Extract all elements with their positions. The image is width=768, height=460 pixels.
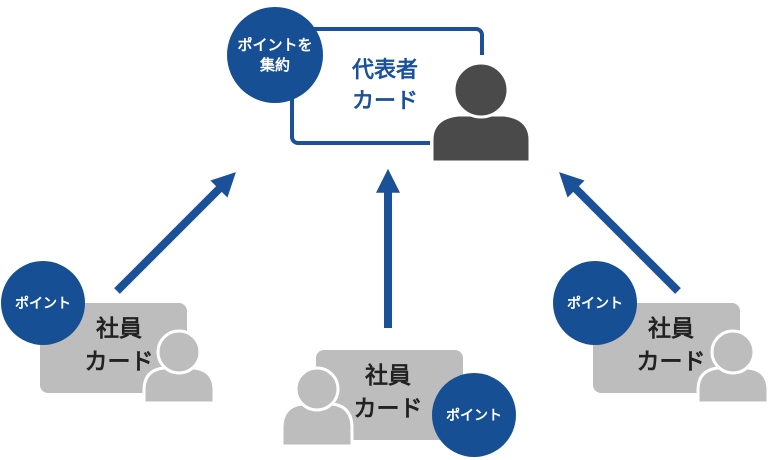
points-badge: ポイント [553,261,637,345]
aggregate-points-badge: ポイントを 集約 [227,7,323,103]
employee-card-label-line1: 社員 [365,363,411,389]
representative-card-label: 代表者 カード [330,55,440,117]
arrow-right [559,172,681,294]
employee-card-label-line2: カード [636,349,706,375]
points-badge-label: ポイント [15,296,71,312]
employee-card-label-line1: 社員 [648,316,694,342]
points-badge-label: ポイント [446,408,502,424]
points-badge-label: ポイント [567,296,623,312]
points-badge: ポイント [1,261,85,345]
employee-card-label: 社員 カード [64,313,174,379]
employee-card-label-line1: 社員 [96,316,142,342]
employee-card-label-line2: カード [84,349,154,375]
badge-line2: 集約 [259,56,290,74]
employee-card-label-line2: カード [353,396,423,422]
badge-line1: ポイントを [237,36,313,54]
representative-card-label-line1: 代表者 [351,58,418,83]
representative-card-label-line2: カード [351,89,418,114]
employee-card-label: 社員 カード [616,313,726,379]
employee-card-label: 社員 カード [333,360,443,426]
points-badge: ポイント [432,373,516,457]
arrow-left [114,172,236,294]
